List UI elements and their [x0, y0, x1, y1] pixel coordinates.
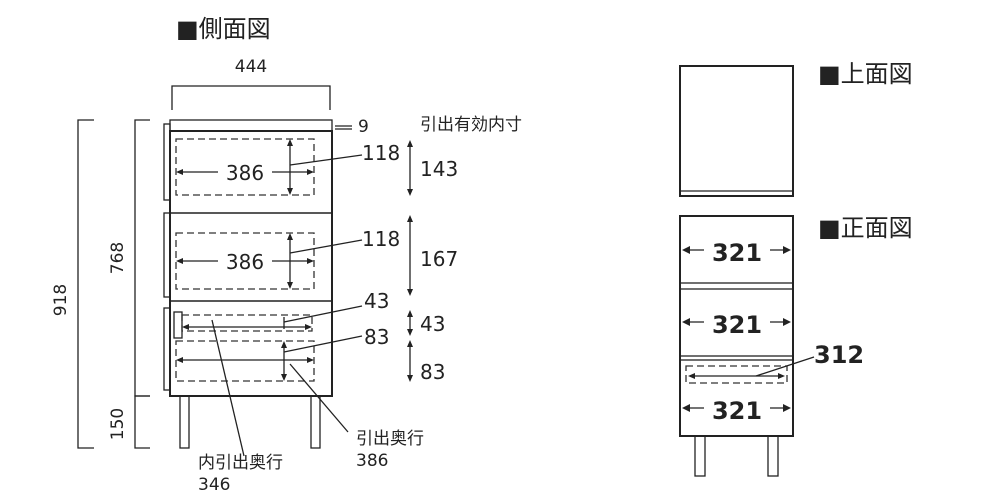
- drawer-2-inner-height: 167: [420, 247, 458, 271]
- front-inner-width: 312: [814, 341, 864, 369]
- drawer-2-front: [163, 212, 171, 298]
- top-board-value: 9: [358, 117, 369, 137]
- front-drawer-3-width: 321: [712, 397, 762, 425]
- drawer-1-depth: 386: [226, 161, 264, 185]
- drawer-2-leader: [289, 239, 363, 254]
- inner-tray-leader: [283, 305, 363, 323]
- total-height-value: 918: [51, 284, 71, 316]
- front-leg-right: [767, 435, 779, 477]
- top-view-title: ■上面図: [818, 60, 913, 88]
- drawer-3-leader: [283, 335, 363, 353]
- drawer-1-front: [163, 123, 171, 201]
- drawer-2-height-callout: 118: [362, 227, 400, 251]
- front-inner-width-leader: [755, 356, 815, 377]
- top-board: [169, 119, 333, 132]
- leg-height-value: 150: [108, 408, 128, 440]
- front-drawer-2: [679, 288, 794, 357]
- front-view: ■正面図 321 321 312 321: [679, 214, 913, 477]
- leg-back: [310, 395, 321, 449]
- drawer-1-inner: [175, 138, 315, 196]
- drawer-depth-leader: [289, 363, 349, 433]
- depth-value: 444: [235, 57, 267, 77]
- front-drawer-3: [679, 359, 794, 437]
- front-leg-left: [694, 435, 706, 477]
- leg-height-bracket: [134, 395, 150, 449]
- front-drawer-1: [679, 215, 794, 284]
- drawer-1-leader: [289, 154, 363, 166]
- inner-tray: [181, 314, 313, 332]
- inner-tray-height: 43: [420, 312, 445, 336]
- side-view-title: ■側面図: [176, 15, 271, 43]
- drawer-2-depth: 386: [226, 250, 264, 274]
- front-drawer-2-width: 321: [712, 311, 762, 339]
- body-height-bracket: [134, 119, 150, 397]
- depth-dimension-line: [171, 85, 331, 110]
- side-view: ■側面図 444 9 引出有効内寸 386 118 143: [51, 15, 522, 495]
- drawer-3-inner-height: 83: [420, 360, 445, 384]
- inner-tray-height-callout: 43: [364, 289, 389, 313]
- top-view-outline: [679, 65, 794, 197]
- inner-drawer-depth-leader: [211, 319, 245, 457]
- drawer-1-inner-height: 143: [420, 157, 458, 181]
- inner-drawer-depth-label: 内引出奥行: [198, 453, 283, 473]
- drawer-1-height-callout: 118: [362, 141, 400, 165]
- inner-dimension-label: 引出有効内寸: [420, 115, 522, 135]
- total-height-bracket: [77, 119, 94, 449]
- inner-tray-front: [173, 311, 183, 339]
- front-view-title: ■正面図: [818, 214, 913, 242]
- drawer-depth-value: 386: [356, 451, 388, 471]
- front-inner-tray: [685, 365, 788, 384]
- drawer-3-height-callout: 83: [364, 325, 389, 349]
- top-view: ■上面図: [679, 60, 913, 197]
- front-drawer-1-width: 321: [712, 239, 762, 267]
- drawer-depth-label: 引出奥行: [356, 429, 424, 449]
- inner-drawer-depth-value: 346: [198, 475, 230, 495]
- drawer-3-front: [163, 307, 171, 391]
- leg-front: [179, 395, 190, 449]
- body-height-value: 768: [108, 242, 128, 274]
- drawer-3-inner: [175, 340, 315, 382]
